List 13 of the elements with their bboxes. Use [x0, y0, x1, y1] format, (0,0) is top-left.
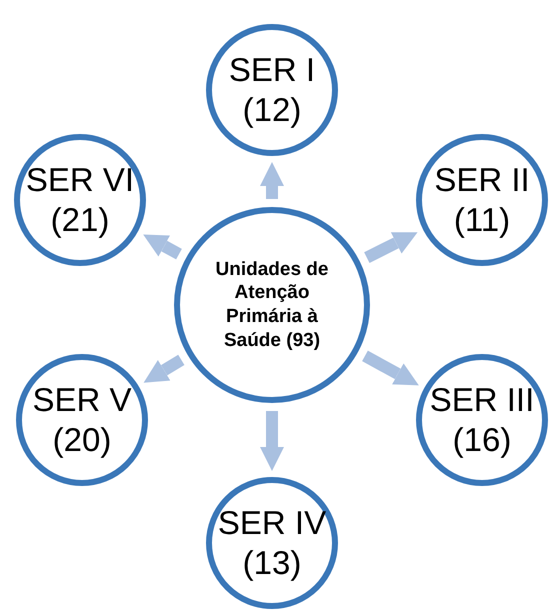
- node-label: SER V (20): [31, 380, 133, 460]
- arrow: [143, 234, 182, 260]
- node-label: SER VI (21): [25, 160, 135, 240]
- arrow: [144, 354, 184, 383]
- arrow: [364, 232, 418, 263]
- arrow: [260, 162, 284, 199]
- node-label: SER III (16): [428, 380, 536, 460]
- node-label: Unidades de Atenção Primária à Saúde (93): [214, 258, 330, 352]
- node-label: SER I (12): [228, 50, 316, 130]
- node-label: SER IV (13): [217, 503, 327, 583]
- node-label: SER II (11): [433, 160, 531, 240]
- arrow: [362, 350, 419, 386]
- arrow: [260, 411, 284, 471]
